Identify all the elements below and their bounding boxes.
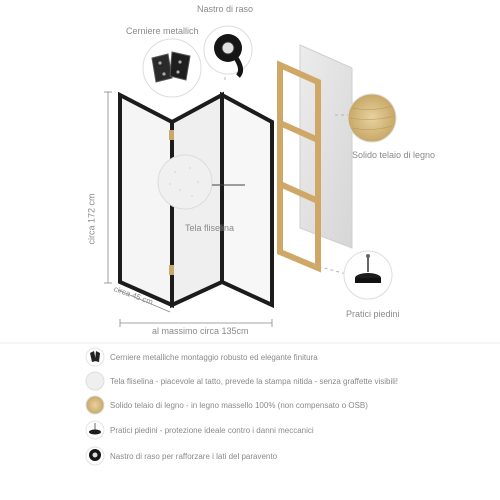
hinge-marker: [169, 265, 174, 275]
fabric-texture: [169, 167, 199, 197]
fabric-callout: [157, 154, 245, 210]
hinges-callout: [142, 38, 202, 98]
screen-panel-left: [118, 91, 174, 309]
legend-icon-hinge: [85, 347, 105, 367]
screen-panel-right: [220, 91, 274, 309]
dimension-lines: [104, 91, 273, 327]
foot-icon: [355, 254, 381, 283]
legend-icon-ribbon: [85, 446, 105, 466]
label-fabric: Tela fliselina: [185, 223, 235, 233]
label-width: al massimo circa 135cm: [152, 326, 249, 336]
label-frame: Solido telaio di legno: [352, 150, 436, 160]
wood-callout: [347, 93, 397, 143]
exploded-frame: [277, 44, 353, 273]
legend-icon-foot: [85, 420, 105, 440]
legend-icon-wood: [85, 395, 105, 415]
folding-screen: [118, 91, 274, 309]
legend-icon-fabric: [85, 371, 105, 391]
label-feet: Pratici piedini: [346, 309, 400, 319]
feet-callout: [343, 250, 393, 300]
label-hinges: Cerniere metallich: [126, 26, 199, 36]
wood-grain: [349, 105, 395, 130]
ribbon-icon: [214, 34, 244, 78]
label-height: circa 172 cm: [86, 193, 97, 245]
ribbon-callout: [203, 25, 253, 78]
wooden-frame: [277, 60, 321, 273]
hinge-icon: [151, 51, 191, 83]
hinge-marker: [169, 130, 174, 140]
label-ribbon: Nastro di raso: [197, 4, 254, 14]
legend-icons: [85, 347, 105, 466]
